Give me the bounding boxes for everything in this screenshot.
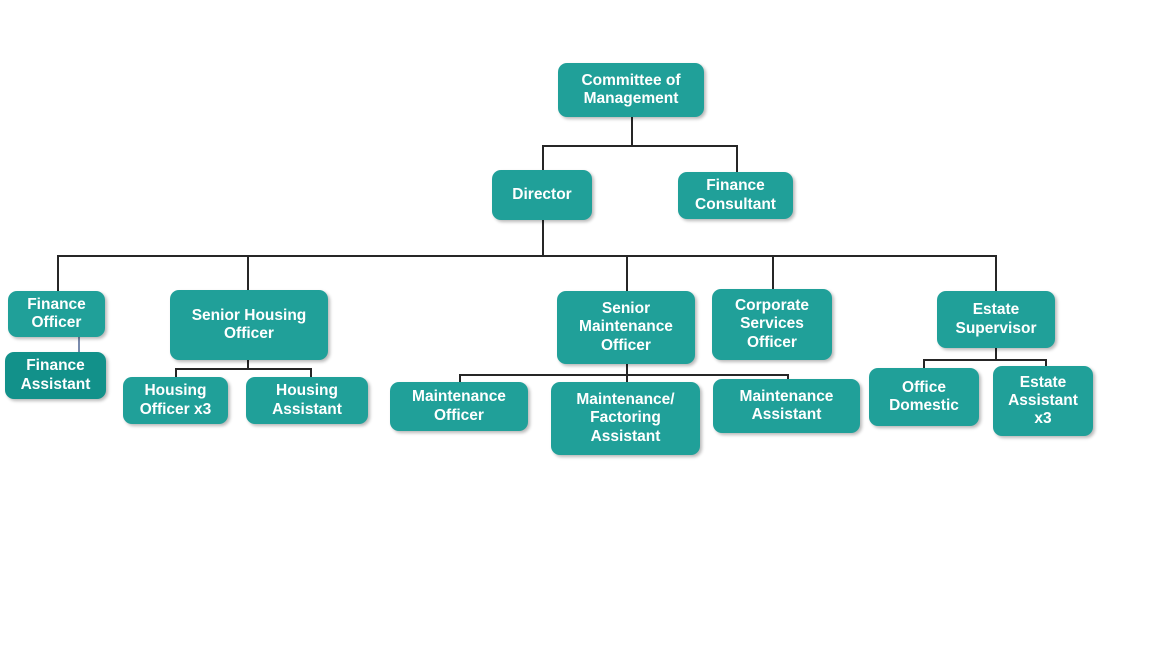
connector-line	[772, 255, 774, 289]
connector-line	[57, 255, 59, 291]
org-node-finance-officer: Finance Officer	[8, 291, 105, 337]
connector-line	[631, 117, 633, 145]
org-node-finance-assistant: Finance Assistant	[5, 352, 106, 399]
connector-line	[626, 374, 628, 382]
connector-line	[175, 368, 310, 370]
org-node-housing-assistant: Housing Assistant	[246, 377, 368, 424]
connector-line	[626, 255, 628, 291]
org-node-committee-of-management: Committee of Management	[558, 63, 704, 117]
connector-line	[310, 368, 312, 377]
connector-line	[57, 255, 995, 257]
connector-line	[995, 348, 997, 359]
org-node-maintenance-assistant: Maintenance Assistant	[713, 379, 860, 433]
org-node-corporate-services-officer: Corporate Services Officer	[712, 289, 832, 360]
connector-line	[736, 145, 738, 172]
connector-line	[1045, 359, 1047, 366]
connector-line	[542, 145, 736, 147]
org-node-senior-maintenance-officer: Senior Maintenance Officer	[557, 291, 695, 364]
connector-line	[459, 374, 461, 382]
org-node-housing-officer-x3: Housing Officer x3	[123, 377, 228, 424]
connector-line	[542, 145, 544, 170]
org-node-finance-consultant: Finance Consultant	[678, 172, 793, 219]
connector-line	[175, 368, 177, 377]
connector-line	[459, 374, 787, 376]
connector-line	[923, 359, 1045, 361]
org-node-estate-supervisor: Estate Supervisor	[937, 291, 1055, 348]
org-node-office-domestic: Office Domestic	[869, 368, 979, 426]
connector-line	[78, 337, 80, 352]
org-node-director: Director	[492, 170, 592, 220]
connector-line	[542, 220, 544, 255]
connector-line	[247, 255, 249, 290]
connector-line	[995, 255, 997, 291]
connector-line	[787, 374, 789, 379]
org-node-maintenance-factoring-assistant: Maintenance/ Factoring Assistant	[551, 382, 700, 455]
org-node-senior-housing-officer: Senior Housing Officer	[170, 290, 328, 360]
connector-line	[247, 360, 249, 368]
connector-line	[626, 364, 628, 374]
org-node-estate-assistant-x3: Estate Assistant x3	[993, 366, 1093, 436]
connector-line	[923, 359, 925, 368]
org-node-maintenance-officer: Maintenance Officer	[390, 382, 528, 431]
